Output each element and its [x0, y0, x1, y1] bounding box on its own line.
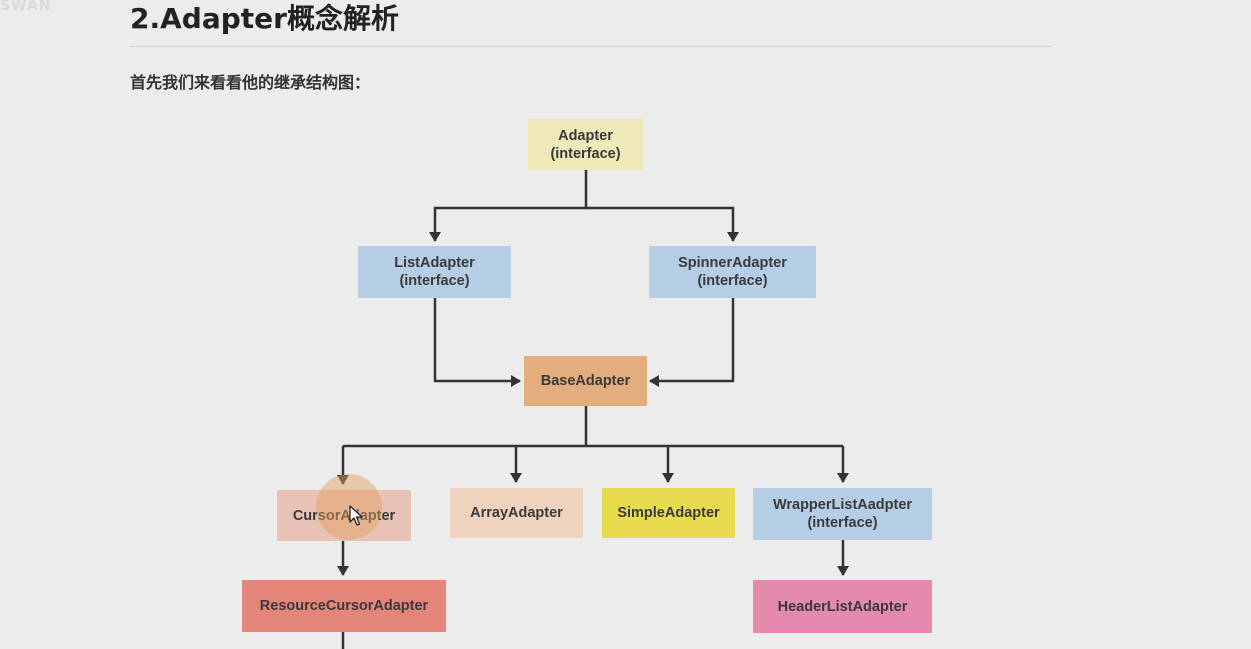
node-adapter-note: (interface) — [550, 145, 621, 162]
title-divider — [130, 46, 1052, 47]
node-header-list-adapter: HeaderListAdapter — [753, 580, 932, 633]
node-spinner-adapter-note: (interface) — [697, 273, 768, 289]
node-list-adapter-name: ListAdapter — [394, 255, 475, 271]
node-simple-adapter-name: SimpleAdapter — [617, 505, 720, 521]
node-simple-adapter: SimpleAdapter — [602, 488, 735, 538]
edge-adapter-to-spinneradapter — [586, 206, 739, 242]
node-cursor-adapter: CursorAdapter — [277, 490, 411, 541]
node-base-adapter: BaseAdapter — [524, 356, 647, 406]
node-wrapper-list-adapter-name: WrapperListAadpter — [772, 497, 913, 513]
edge-adapter-to-listadapter — [429, 170, 588, 242]
cursor-highlight — [316, 474, 382, 540]
node-list-adapter: ListAdapter (interface) — [358, 246, 511, 298]
node-spinner-adapter: SpinnerAdapter (interface) — [649, 246, 816, 298]
node-base-adapter-name: BaseAdapter — [540, 373, 631, 389]
node-adapter: Adapter (interface) — [528, 119, 643, 170]
page-title: 2.Adapter概念解析 — [130, 2, 399, 35]
node-spinner-adapter-name: SpinnerAdapter — [678, 255, 787, 271]
edge-listadapter-to-baseadapter — [433, 298, 521, 387]
mouse-pointer-icon — [349, 505, 363, 526]
node-wrapper-list-adapter: WrapperListAadpter (interface) — [753, 488, 932, 540]
corner-logo: SWAN — [0, 0, 52, 14]
node-array-adapter: ArrayAdapter — [450, 488, 583, 538]
node-cursor-adapter-name: CursorAdapter — [292, 507, 396, 524]
node-adapter-name: Adapter — [558, 127, 613, 144]
intro-text: 首先我们来看看他的继承结构图： — [130, 73, 371, 92]
node-header-list-adapter-name: HeaderListAdapter — [777, 598, 908, 615]
node-wrapper-list-adapter-note: (interface) — [807, 515, 878, 531]
node-resource-cursor-adapter: ResourceCursorAdapter — [242, 580, 446, 632]
node-resource-cursor-adapter-name: ResourceCursorAdapter — [259, 598, 429, 614]
edge-spinneradapter-to-baseadapter — [649, 298, 735, 387]
node-list-adapter-note: (interface) — [399, 273, 470, 289]
node-array-adapter-name: ArrayAdapter — [470, 505, 563, 521]
